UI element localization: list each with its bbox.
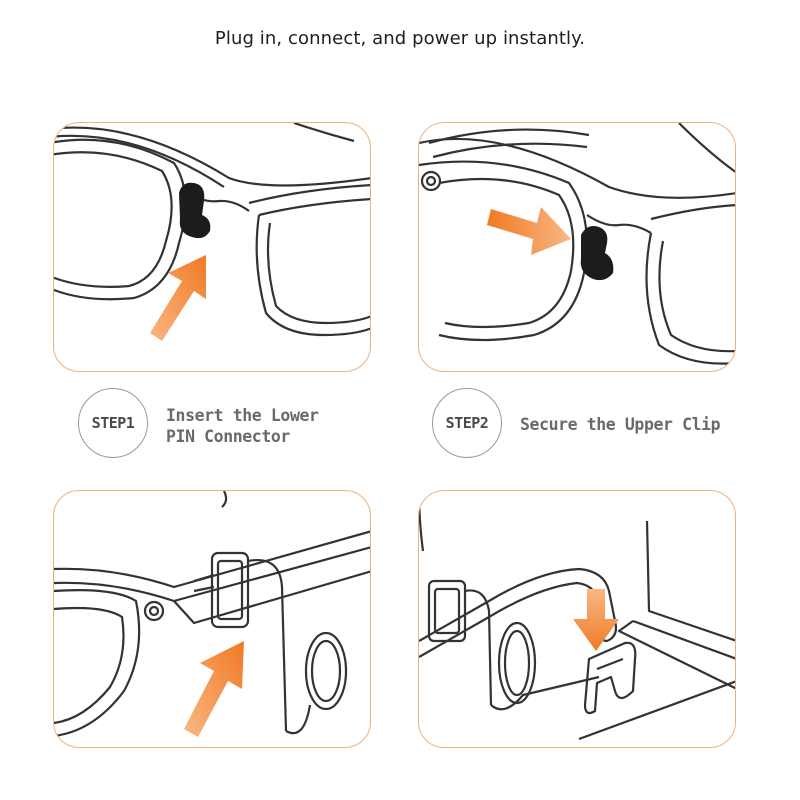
headline: Plug in, connect, and power up instantly… (214, 28, 586, 49)
step2-badge: STEP2 (432, 388, 502, 458)
step1-description: Insert the Lower PIN Connector (166, 405, 319, 447)
illustration-panel-1 (53, 122, 371, 372)
step2-description: Secure the Upper Clip (520, 414, 721, 435)
step1-badge: STEP1 (78, 388, 148, 458)
step1-line1: Insert the Lower (166, 406, 319, 425)
connector-icon (179, 182, 211, 239)
connector-icon (580, 226, 614, 281)
step2-line1: Secure the Upper Clip (520, 415, 721, 434)
illustration-panel-3 (53, 490, 371, 748)
clip-illustration (419, 491, 735, 741)
glasses-illustration (54, 491, 370, 738)
arrow-icon (573, 589, 619, 651)
arrow-icon (150, 255, 206, 341)
arrow-icon (487, 207, 571, 255)
arrow-icon (184, 641, 244, 737)
step1-line2: PIN Connector (166, 427, 290, 446)
illustration-panel-4 (418, 490, 736, 748)
illustration-panel-2 (418, 122, 736, 372)
glasses-illustration (54, 123, 370, 341)
glasses-illustration (419, 123, 735, 365)
